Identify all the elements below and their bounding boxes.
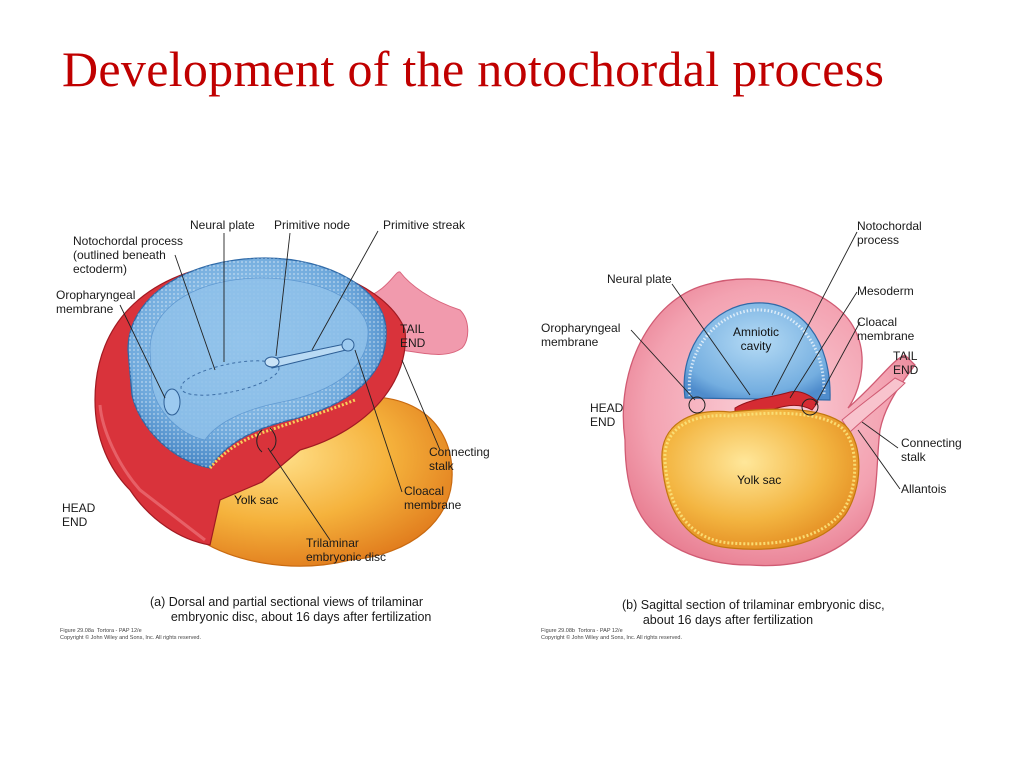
label-connecting-stalk-b: Connecting stalk bbox=[901, 436, 962, 464]
primitive-node-shape bbox=[264, 356, 280, 368]
label-head-end-b: HEAD END bbox=[590, 401, 624, 429]
label-head-end-a: HEAD END bbox=[62, 501, 96, 529]
label-notochordal-process-b: Notochordal process bbox=[857, 219, 922, 247]
cloacal-membrane-shape bbox=[341, 338, 355, 352]
panel-b-drawing bbox=[622, 231, 916, 567]
label-cloacal-membrane-a: Cloacal membrane bbox=[404, 484, 462, 512]
label-mesoderm: Mesoderm bbox=[857, 284, 914, 298]
label-trilaminar-disc: Trilaminar embryonic disc bbox=[306, 536, 387, 564]
yolk-sac-b-shape bbox=[661, 408, 860, 550]
label-oropharyngeal-membrane-b: Oropharyngeal membrane bbox=[541, 321, 621, 349]
label-allantois: Allantois bbox=[901, 482, 947, 496]
amniotic-cavity-shape bbox=[683, 302, 831, 401]
caption-b: (b) Sagittal section of trilaminar embry… bbox=[622, 598, 885, 627]
credit-b: Figure 29.08b Tortora - PAP 12/e Copyrig… bbox=[541, 628, 683, 641]
credit-a: Figure 29.08a Tortora - PAP 12/e Copyrig… bbox=[60, 628, 202, 641]
label-neural-plate-a: Neural plate bbox=[190, 218, 255, 232]
oropharyngeal-membrane-shape bbox=[163, 388, 181, 416]
slide-title: Development of the notochordal process bbox=[62, 41, 885, 97]
label-amniotic-cavity: Amniotic cavity bbox=[733, 325, 780, 353]
label-connecting-stalk-a: Connecting stalk bbox=[429, 445, 490, 473]
label-notochordal-process-a: Notochordal process (outlined beneath ec… bbox=[73, 234, 184, 276]
label-tail-end-b: TAIL END bbox=[893, 349, 919, 377]
caption-a: (a) Dorsal and partial sectional views o… bbox=[150, 595, 432, 624]
label-yolk-sac-a: Yolk sac bbox=[234, 493, 279, 507]
label-oropharyngeal-membrane-a: Oropharyngeal membrane bbox=[56, 288, 136, 316]
notochordal-process-outline bbox=[180, 360, 280, 396]
label-cloacal-membrane-b: Cloacal membrane bbox=[857, 315, 915, 343]
label-primitive-node: Primitive node bbox=[274, 218, 351, 232]
label-tail-end-a: TAIL END bbox=[400, 322, 426, 350]
panel-a-drawing bbox=[94, 230, 469, 567]
label-primitive-streak: Primitive streak bbox=[383, 218, 466, 232]
label-yolk-sac-b: Yolk sac bbox=[737, 473, 782, 487]
label-neural-plate-b: Neural plate bbox=[607, 272, 672, 286]
